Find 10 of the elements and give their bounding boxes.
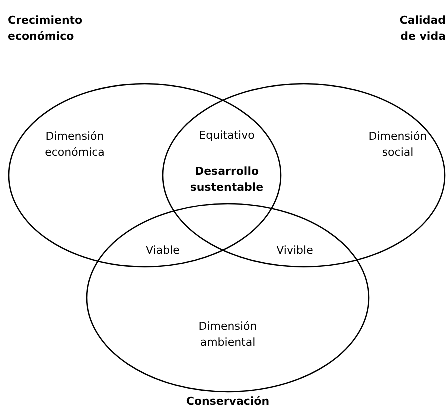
overlap-label: Viable bbox=[145, 243, 181, 259]
heading-label: Crecimiento económico bbox=[8, 13, 84, 45]
heading-label: Conservación bbox=[185, 394, 271, 410]
heading-label: Desarrollo sustentable bbox=[189, 164, 265, 196]
heading-label: Calidad de vida bbox=[398, 13, 446, 45]
set-label: Dimensión económica bbox=[44, 129, 106, 161]
set-label: Dimensión ambiental bbox=[198, 319, 258, 351]
overlap-label: Equitativo bbox=[198, 128, 256, 144]
overlap-label: Vivible bbox=[276, 243, 314, 259]
set-label: Dimensión social bbox=[368, 129, 428, 161]
